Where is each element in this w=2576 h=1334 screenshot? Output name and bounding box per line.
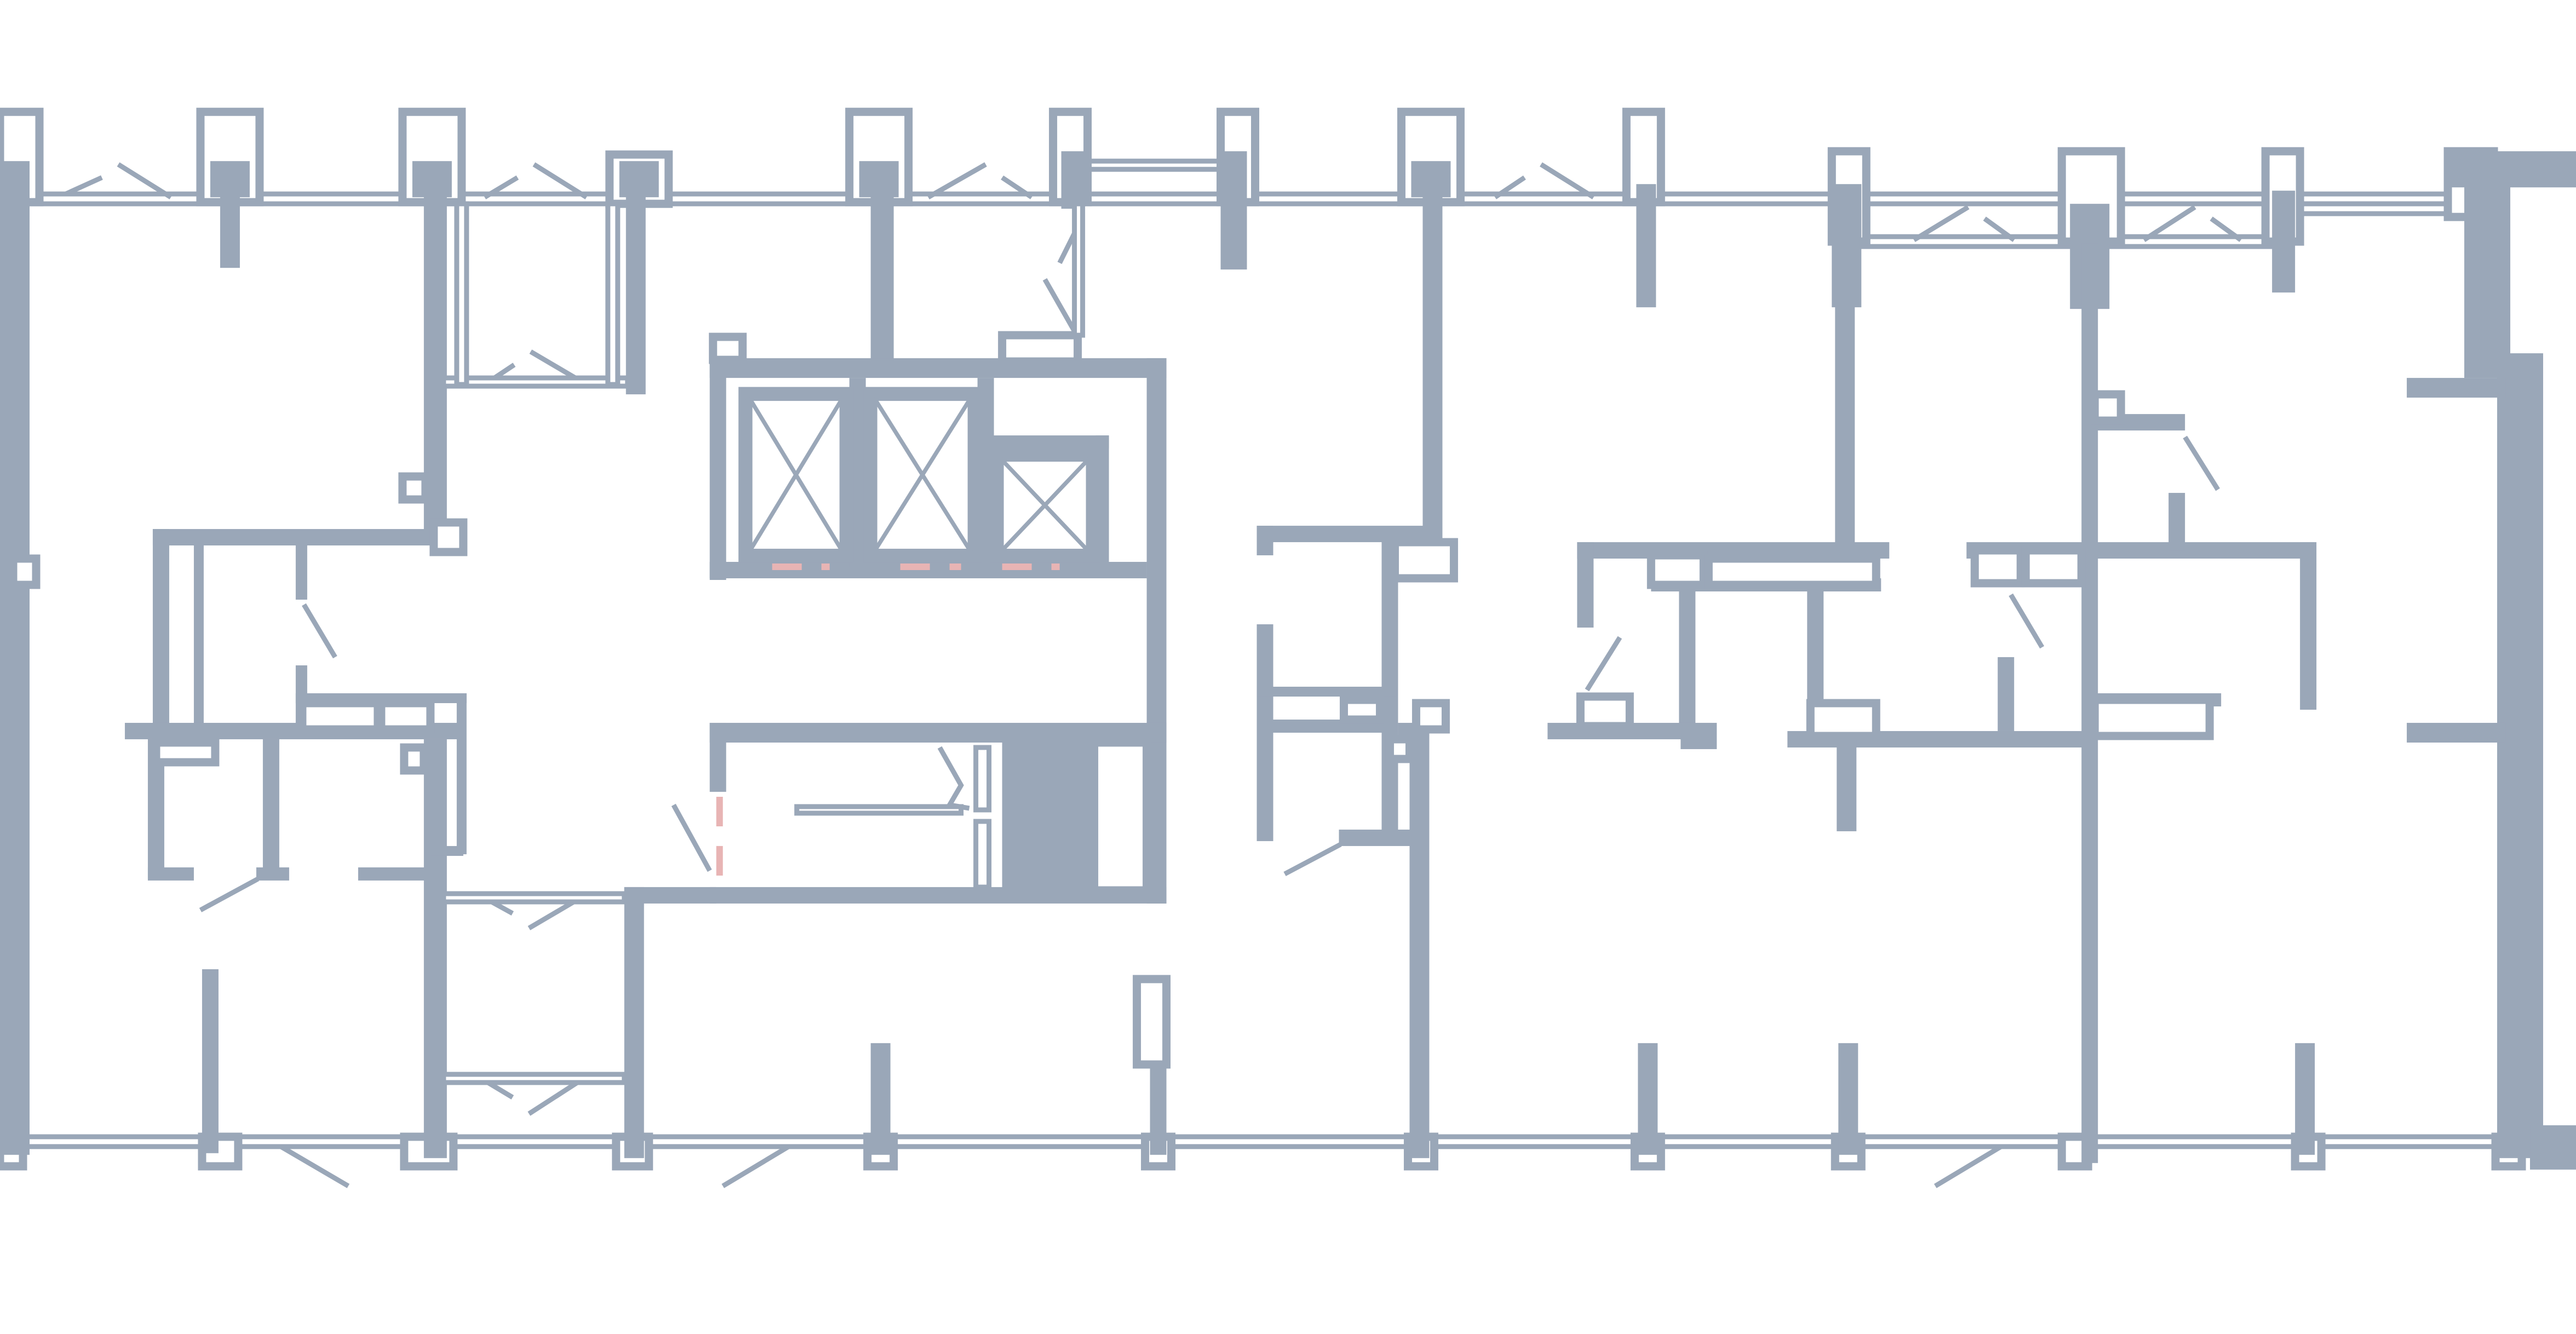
interior-glazing (441, 201, 1086, 1085)
structural-walls (0, 151, 2576, 1170)
elevator-cars (738, 387, 1100, 571)
bottom-facade (14, 1134, 2508, 1149)
shafts-and-fixtures (9, 331, 2214, 1069)
